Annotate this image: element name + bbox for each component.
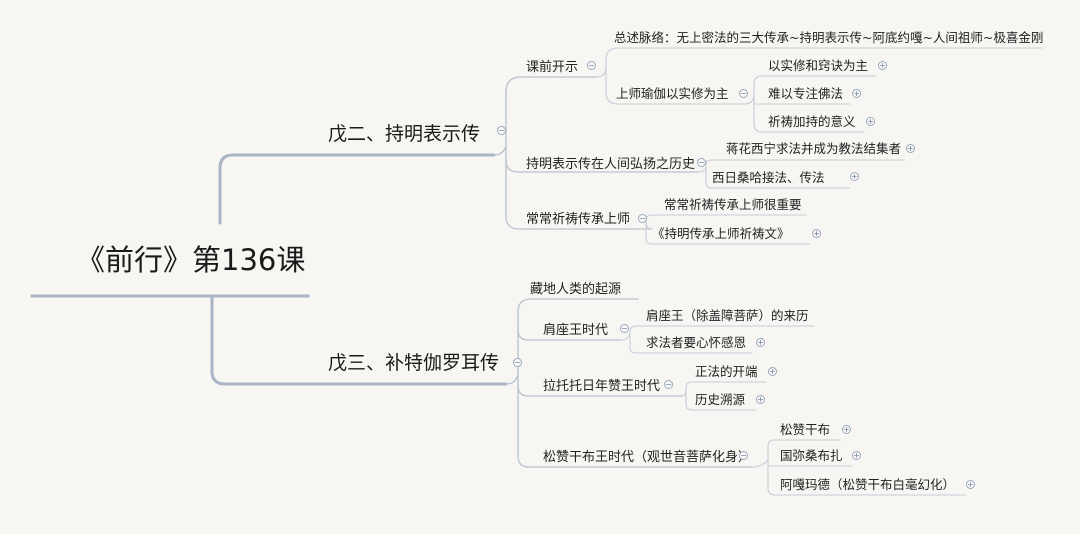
- branch-topic-chiming-biaoshi[interactable]: 戊二、持明表示传: [328, 123, 481, 145]
- toggle-ganen-expand-icon[interactable]: +: [756, 338, 765, 347]
- connector-qidaowen: [645, 221, 811, 245]
- topic-jianghua-xining[interactable]: 蒋花西宁求法并成为教法结集者: [726, 141, 902, 156]
- connector-root-branch2: [210, 296, 318, 386]
- connector-songzan: [751, 439, 841, 468]
- toggle-branch-1-collapse-icon[interactable]: −: [497, 126, 506, 135]
- toggle-songzan-expand-icon[interactable]: +: [842, 425, 851, 434]
- topic-qidaowen[interactable]: 《持明传承上师祈祷文》: [652, 226, 790, 241]
- toggle-songzan-shidai-collapse-icon[interactable]: −: [739, 451, 748, 460]
- topic-shangshi-yujia[interactable]: 上师瑜伽以实修为主: [616, 86, 729, 101]
- topic-zongshu-mailuo[interactable]: 总述脉络：无上密法的三大传承~持明表示传~阿底约嘎~人间祖师~极喜金刚: [614, 30, 1044, 45]
- connector-jianzuo: [517, 329, 621, 341]
- topic-keqian-kaishi[interactable]: 课前开示: [526, 60, 579, 75]
- topic-zhengfa-kaiduan[interactable]: 正法的开端: [695, 364, 758, 379]
- topic-songzan-ganbu-shidai[interactable]: 松赞干布王时代（观世音菩萨化身）: [543, 450, 752, 465]
- connector-xiri: [705, 165, 851, 189]
- connector-changchang: [505, 159, 653, 230]
- connector-lishi: [685, 391, 757, 411]
- connector-keqian: [493, 76, 597, 156]
- branch-topic-bute-jialuo[interactable]: 戊三、补特伽罗耳传: [328, 352, 500, 374]
- connector-shangshi: [605, 66, 745, 105]
- toggle-jianzuo-collapse-icon[interactable]: −: [620, 324, 629, 333]
- toggle-tunmi-expand-icon[interactable]: +: [852, 451, 861, 460]
- toggle-lishi-expand-icon[interactable]: +: [756, 395, 765, 404]
- topic-zhuanzhu-fofa[interactable]: 难以专注佛法: [768, 86, 844, 101]
- connector-jianghua: [697, 159, 905, 173]
- topic-lishi-suyuan[interactable]: 历史溯源: [695, 392, 746, 407]
- connector-shixiu: [743, 75, 877, 105]
- connector-zangdi: [505, 298, 639, 385]
- connector-qidao-yiyi: [753, 99, 865, 133]
- topic-qidao-zhongyao[interactable]: 常常祈祷传承上师很重要: [664, 197, 802, 212]
- toggle-jianghua-expand-icon[interactable]: +: [906, 144, 915, 153]
- toggle-zhuanzhu-expand-icon[interactable]: +: [852, 89, 861, 98]
- connector-zhengfa: [681, 381, 767, 397]
- connector-jianzuo-laili: [619, 325, 815, 341]
- connector-agamade: [767, 463, 967, 496]
- topic-latuotuo[interactable]: 拉托托日年赞王时代: [543, 379, 661, 394]
- root-topic[interactable]: 《前行》第136课: [76, 243, 306, 277]
- topic-shixiu-qiaojue[interactable]: 以实修和窍诀为主: [768, 58, 869, 73]
- connector-songzan-shidai: [517, 385, 753, 468]
- toggle-latuotuo-collapse-icon[interactable]: −: [664, 380, 673, 389]
- topic-renjian-hongyang[interactable]: 持明表示传在人间弘扬之历史: [526, 157, 696, 172]
- toggle-qidaowen-expand-icon[interactable]: +: [812, 229, 821, 238]
- toggle-xiri-expand-icon[interactable]: +: [850, 172, 859, 181]
- toggle-qidao-yiyi-expand-icon[interactable]: +: [866, 117, 875, 126]
- connector-zongshu: [595, 47, 1043, 78]
- topic-zangdi-qiyuan[interactable]: 藏地人类的起源: [530, 282, 622, 297]
- toggle-zhengfa-expand-icon[interactable]: +: [768, 367, 777, 376]
- connector-root-branch1: [218, 153, 318, 225]
- topic-agamade[interactable]: 阿嘎玛德（松赞干布白毫幻化）: [780, 477, 956, 492]
- toggle-agamade-expand-icon[interactable]: +: [966, 480, 975, 489]
- toggle-branch-2-collapse-icon[interactable]: −: [513, 358, 522, 367]
- toggle-shixiu-expand-icon[interactable]: +: [878, 61, 887, 70]
- topic-ganen[interactable]: 求法者要心怀感恩: [646, 335, 747, 350]
- topic-qidao-yiyi[interactable]: 祈祷加持的意义: [768, 114, 856, 129]
- toggle-shangshi-collapse-icon[interactable]: −: [739, 89, 748, 98]
- toggle-changchang-collapse-icon[interactable]: −: [638, 214, 647, 223]
- topic-jianzuo-wang[interactable]: 肩座王时代: [543, 323, 609, 338]
- topic-tunmi-sangbuzha[interactable]: 国弥桑布扎: [780, 448, 843, 463]
- topic-xiri-sangha[interactable]: 西日桑哈接法、传法: [712, 170, 825, 185]
- topic-jianzuo-laili[interactable]: 肩座王（除盖障菩萨）的来历: [646, 308, 809, 323]
- topic-songzan-ganbu[interactable]: 松赞干布: [780, 422, 831, 437]
- toggle-renjian-collapse-icon[interactable]: −: [697, 158, 706, 167]
- topic-changchang-qidao[interactable]: 常常祈祷传承上师: [526, 212, 631, 227]
- toggle-keqian-collapse-icon[interactable]: −: [587, 61, 596, 70]
- connector-ganen: [629, 335, 753, 354]
